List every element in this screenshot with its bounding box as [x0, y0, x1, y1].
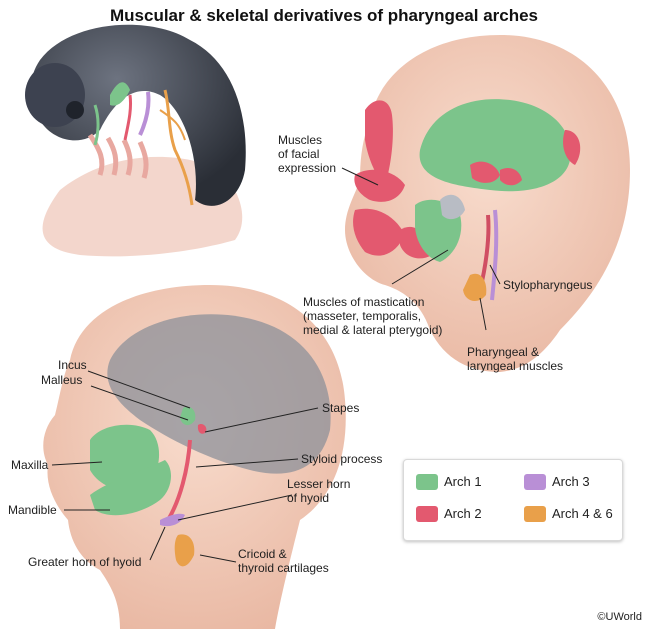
cricoid-line-1: Cricoid &: [238, 547, 287, 561]
mastication-label: Muscles of mastication (masseter, tempor…: [303, 295, 442, 337]
legend-swatch-arch-4-6: [524, 506, 546, 522]
facial-expression-line-3: expression: [278, 161, 337, 175]
legend-label-arch-2: Arch 2: [444, 506, 482, 521]
embryo-illustration: [25, 24, 246, 257]
legend-label-arch-4-6: Arch 4 & 6: [552, 506, 613, 521]
legend-box: Arch 1 Arch 3 Arch 2 Arch 4 & 6: [403, 459, 623, 541]
facial-expression-label: Muscles of facial expression: [278, 133, 336, 175]
incus-label: Incus: [58, 358, 87, 372]
legend-label-arch-1: Arch 1: [444, 474, 482, 489]
infant-head-skeleton: [43, 285, 346, 629]
mandible-label: Mandible: [8, 503, 57, 517]
legend-swatch-arch-3: [524, 474, 546, 490]
cricoid-line-2: thyroid cartilages: [238, 561, 329, 575]
legend-swatch-arch-1: [416, 474, 438, 490]
pharyngeal-laryngeal-label: Pharyngeal & laryngeal muscles: [467, 345, 563, 373]
mastication-line-3: medial & lateral pterygoid): [303, 323, 443, 337]
cricoid-thyroid-label: Cricoid & thyroid cartilages: [238, 547, 329, 575]
copyright-text: ©UWorld: [597, 611, 642, 623]
lesser-horn-label: Lesser horn of hyoid: [287, 477, 350, 505]
stapes-label: Stapes: [322, 401, 360, 415]
lesser-horn-line-2: of hyoid: [287, 491, 330, 505]
diagram-title: Muscular & skeletal derivatives of phary…: [109, 6, 539, 25]
mastication-line-2: (masseter, temporalis,: [303, 309, 422, 323]
pharyngeal-line-2: laryngeal muscles: [467, 359, 564, 373]
legend-swatch-arch-2: [416, 506, 438, 522]
pharyngeal-line-1: Pharyngeal &: [467, 345, 540, 359]
maxilla-label: Maxilla: [11, 458, 49, 472]
styloid-process-label: Styloid process: [301, 452, 383, 466]
facial-expression-line-1: Muscles: [278, 133, 323, 147]
stylopharyngeus-label: Stylopharyngeus: [503, 278, 593, 292]
infant-head-muscles: [345, 35, 630, 372]
facial-expression-line-2: of facial: [278, 147, 320, 161]
lesser-horn-line-1: Lesser horn: [287, 477, 351, 491]
leader-lines: [51, 167, 501, 563]
greater-horn-label: Greater horn of hyoid: [28, 555, 142, 569]
legend-label-arch-3: Arch 3: [552, 474, 590, 489]
mastication-line-1: Muscles of mastication: [303, 295, 425, 309]
malleus-label: Malleus: [41, 373, 83, 387]
